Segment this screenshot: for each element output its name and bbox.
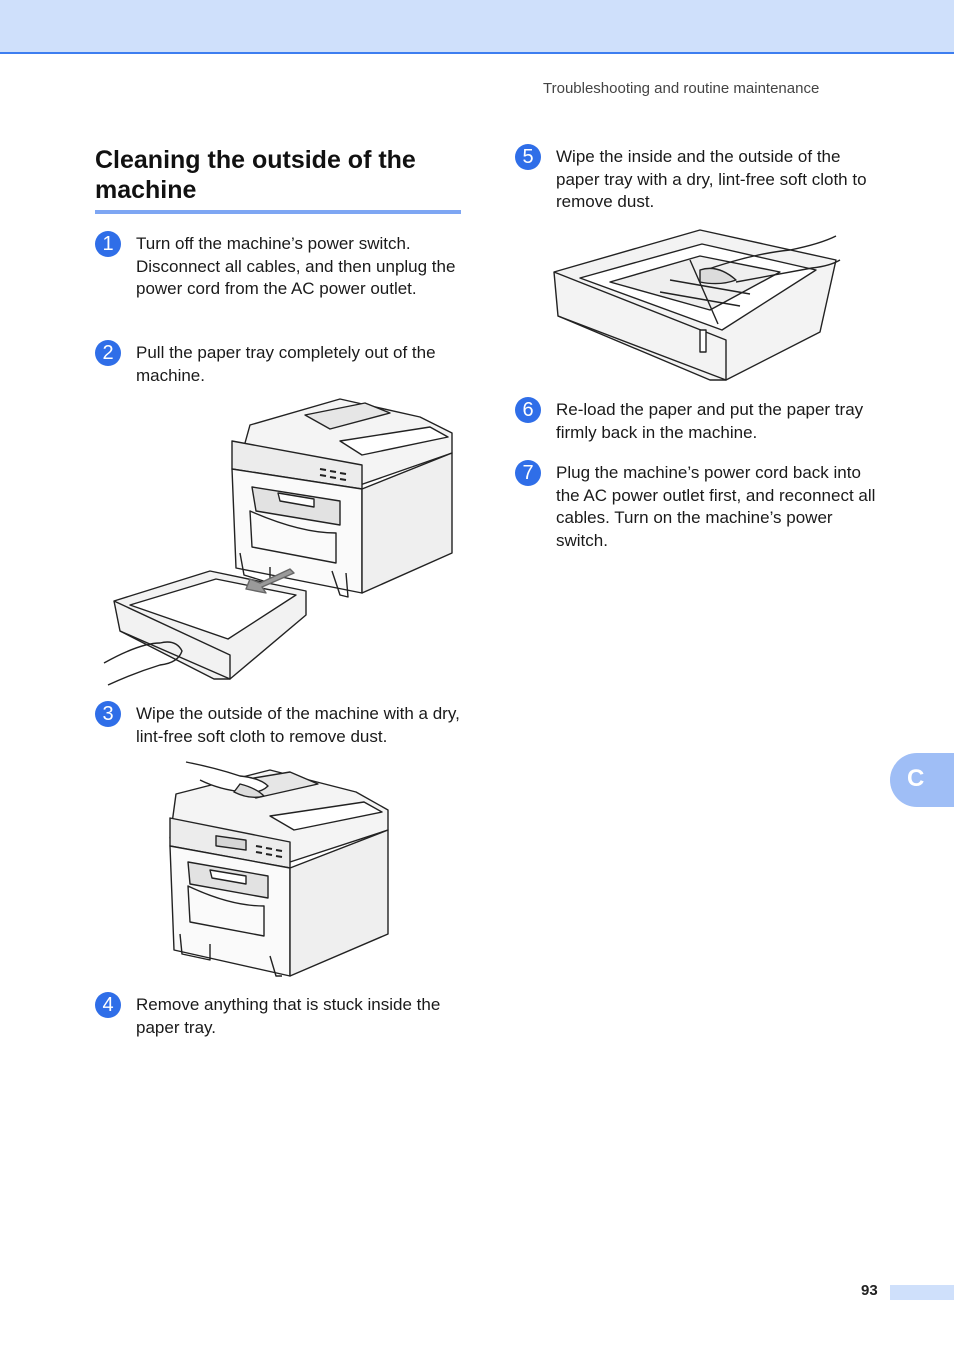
- step-text: Re-load the paper and put the paper tray…: [556, 400, 864, 442]
- step-number-badge: 1: [95, 231, 121, 257]
- step-text: Plug the machine’s power cord back into …: [556, 463, 876, 550]
- step-number-badge: 3: [95, 701, 121, 727]
- step-text: Remove anything that is stuck inside the…: [136, 995, 441, 1037]
- page-number: 93: [861, 1282, 878, 1299]
- title-underline: [95, 210, 461, 214]
- top-header-band: [0, 0, 954, 54]
- step-number-badge: 7: [515, 460, 541, 486]
- step-number-badge: 2: [95, 340, 121, 366]
- step-text: Wipe the inside and the outside of the p…: [556, 147, 867, 211]
- step-text: Turn off the machine’s power switch. Dis…: [136, 234, 456, 298]
- step-number-badge: 6: [515, 397, 541, 423]
- wipe-machine-outside-illustration: [169, 761, 389, 977]
- step-text: Wipe the outside of the machine with a d…: [136, 704, 460, 746]
- chapter-tab-label: C: [907, 765, 925, 792]
- chapter-tab: C: [890, 753, 954, 807]
- section-title: Cleaning the outside of the machine: [95, 146, 416, 204]
- step-number-badge: 5: [515, 144, 541, 170]
- wipe-paper-tray-illustration: [553, 229, 841, 381]
- machine-tray-removed-illustration: [103, 398, 453, 686]
- step-text: Pull the paper tray completely out of th…: [136, 343, 436, 385]
- page-number-bar: [890, 1285, 954, 1300]
- running-header: Troubleshooting and routine maintenance: [543, 80, 820, 97]
- step-number-badge: 4: [95, 992, 121, 1018]
